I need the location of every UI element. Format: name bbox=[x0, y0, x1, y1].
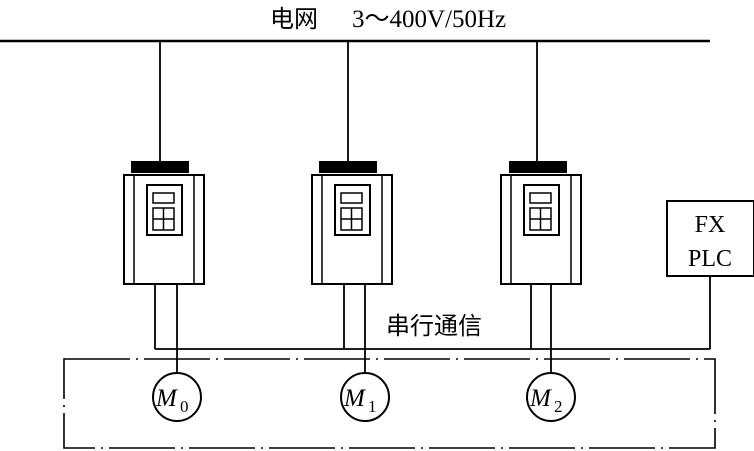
motor-m0-letter: M bbox=[155, 385, 178, 412]
plc-label-line2: PLC bbox=[688, 246, 732, 272]
motor-m1: M 1 bbox=[340, 372, 390, 422]
grid-label-cn: 电网 bbox=[270, 5, 318, 33]
inverter-3 bbox=[500, 161, 582, 285]
motor-m0: M 0 bbox=[152, 372, 202, 422]
motor-m1-letter: M bbox=[343, 385, 366, 412]
motor-feed-lines bbox=[176, 284, 552, 374]
serial-comm-label: 串行通信 bbox=[386, 312, 482, 340]
inverter-2 bbox=[311, 161, 393, 285]
motor-m2-letter: M bbox=[529, 385, 552, 412]
inverter-1 bbox=[123, 161, 205, 285]
fx-plc-box: FX PLC bbox=[666, 200, 754, 277]
grid-label-spec: 3～400V/50Hz bbox=[352, 6, 506, 33]
motor-m2: M 2 bbox=[526, 372, 576, 422]
plc-label-line1: FX bbox=[695, 212, 726, 238]
serial-comm-wiring bbox=[154, 276, 711, 350]
motor-m2-sub: 2 bbox=[554, 397, 563, 416]
machine-boundary bbox=[63, 358, 716, 449]
motor-m0-sub: 0 bbox=[180, 397, 189, 416]
motor-m1-sub: 1 bbox=[368, 397, 377, 416]
